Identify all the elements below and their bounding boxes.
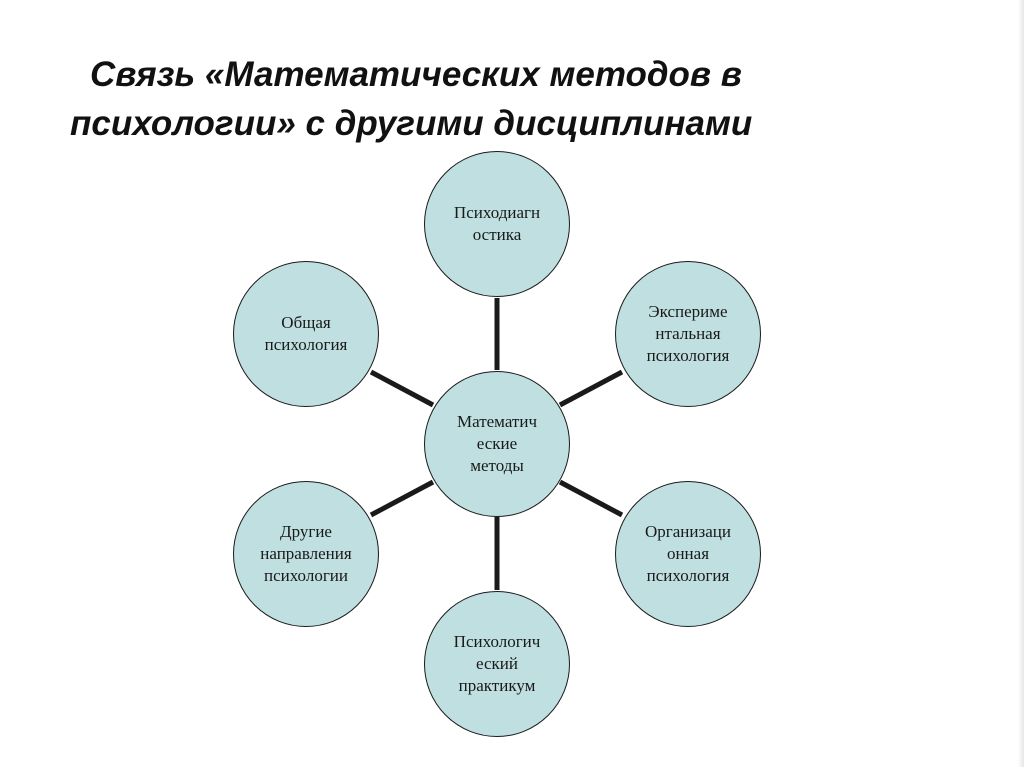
- connector-organizational-psychology: [558, 479, 624, 518]
- node-label-general-psychology: Общая психология: [264, 313, 348, 354]
- node-label-psychological-practicum: Психологич еский практикум: [453, 632, 541, 695]
- connector-other-directions: [369, 479, 435, 518]
- center-node: Математич еские методы: [424, 371, 570, 517]
- node-psychodiagnostics: Психодиагн остика: [424, 151, 570, 297]
- connector-general-psychology: [369, 369, 435, 408]
- node-other-directions: Другие направления психологии: [233, 481, 379, 627]
- title-line-2: психологии» с другими дисциплинами: [70, 104, 753, 143]
- center-node-label: Математич еские методы: [456, 412, 538, 475]
- slide-edge: [1018, 0, 1024, 767]
- title-line-1: Связь «Математических методов в: [90, 55, 742, 94]
- node-label-psychodiagnostics: Психодиагн остика: [453, 203, 541, 244]
- node-organizational-psychology: Организаци онная психология: [615, 481, 761, 627]
- page-title: Связь «Математических методов в психолог…: [70, 50, 950, 148]
- node-experimental-psychology: Экспериме нтальная психология: [615, 261, 761, 407]
- node-general-psychology: Общая психология: [233, 261, 379, 407]
- node-label-experimental-psychology: Экспериме нтальная психология: [646, 302, 730, 365]
- node-psychological-practicum: Психологич еский практикум: [424, 591, 570, 737]
- connector-experimental-psychology: [558, 369, 624, 408]
- node-label-other-directions: Другие направления психологии: [260, 522, 352, 585]
- node-label-organizational-psychology: Организаци онная психология: [645, 522, 731, 585]
